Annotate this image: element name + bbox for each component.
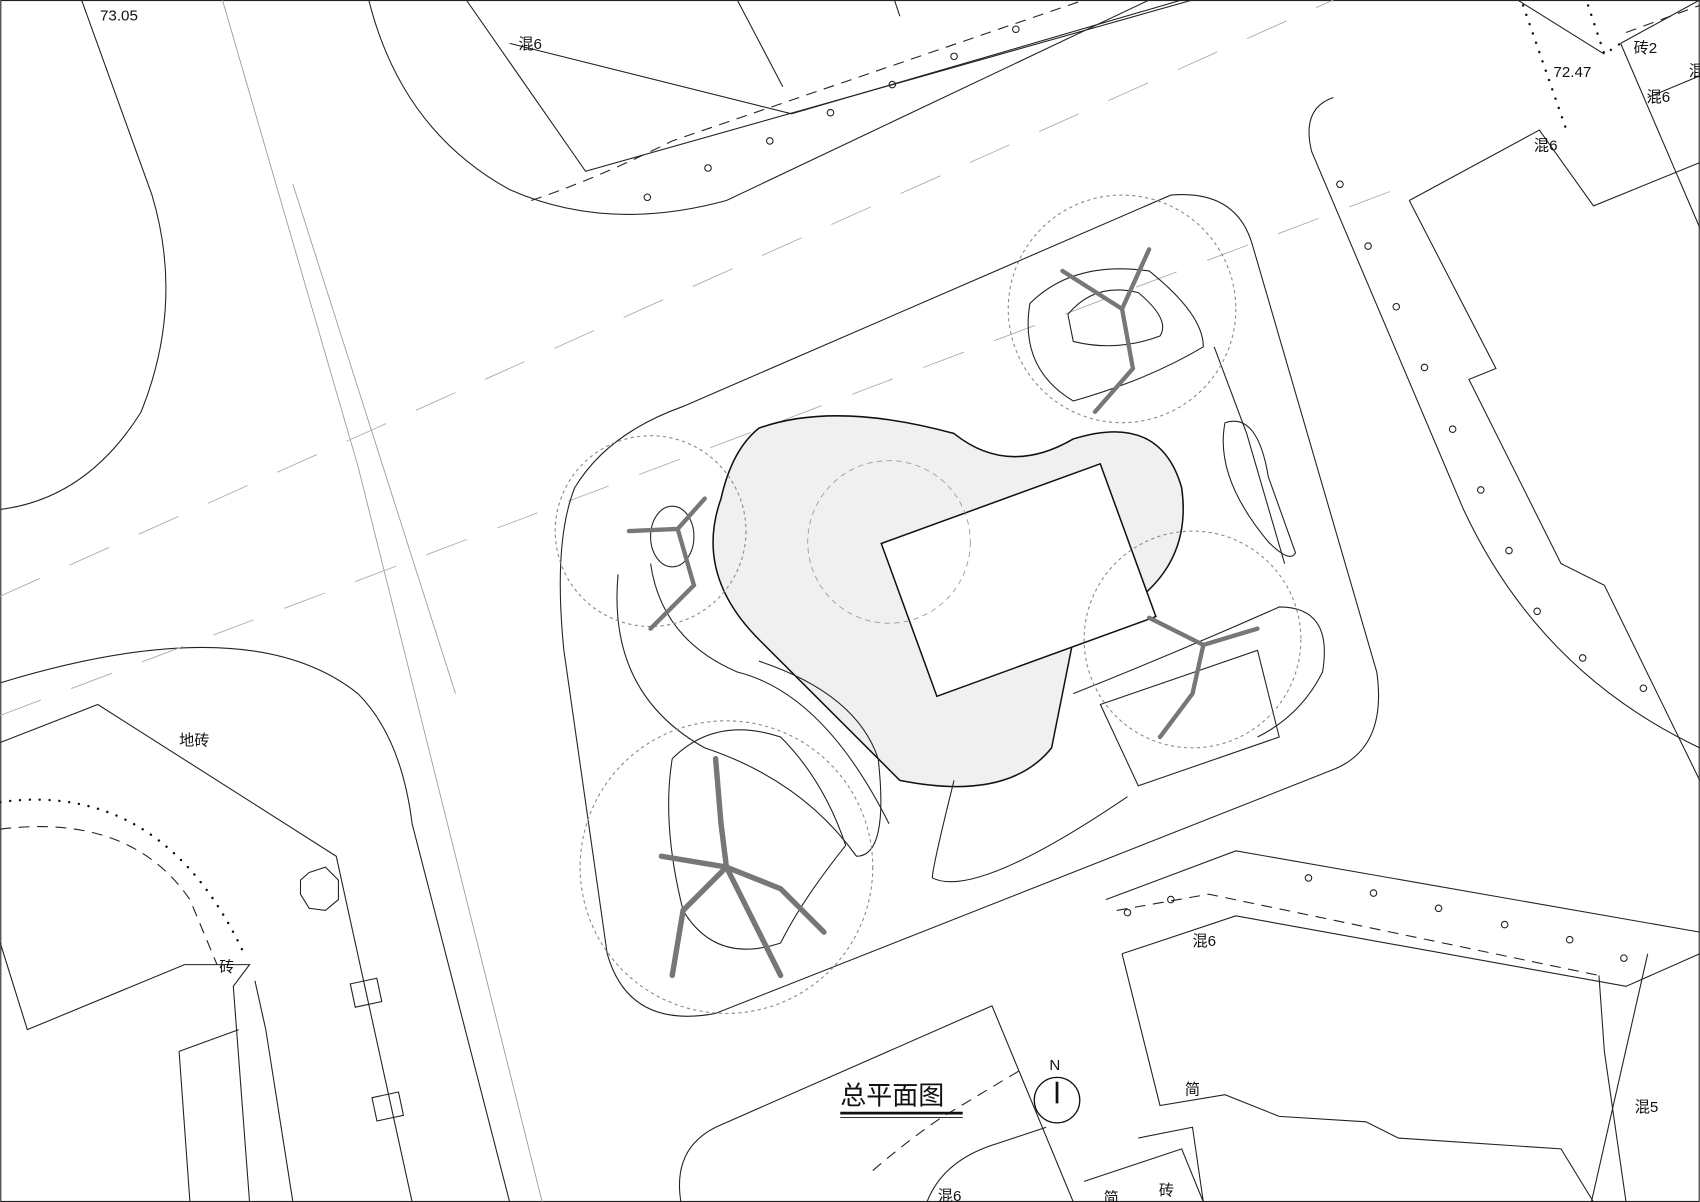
material-label: 砖 — [219, 959, 234, 976]
material-label: 简 — [1185, 1082, 1200, 1099]
pavilion — [880, 462, 1157, 698]
street-markers — [643, 25, 1648, 962]
park-plot — [559, 194, 1380, 1017]
trees — [554, 194, 1302, 1014]
material-label: 混5 — [1635, 1099, 1659, 1116]
material-label: 混6 — [1192, 933, 1216, 950]
buildings-lower-right — [872, 893, 1700, 1202]
material-label: 砖2 — [1634, 40, 1658, 57]
material-label: 混6 — [1534, 138, 1558, 155]
material-label: 简 — [1104, 1190, 1119, 1202]
north-arrow-icon: N — [1033, 1057, 1081, 1124]
material-label: 地砖 — [179, 733, 209, 750]
material-label: 砖 — [1159, 1182, 1174, 1199]
elevation-label: 73.05 — [100, 8, 138, 25]
buildings-top — [465, 0, 1700, 781]
drawing-title: 总平面图 — [840, 1081, 944, 1111]
material-label: 混6 — [938, 1188, 962, 1202]
material-label: 混6 — [518, 36, 542, 53]
elevation-label: 72.47 — [1553, 64, 1591, 81]
material-label: 混 — [1689, 63, 1700, 80]
material-label: 混6 — [1647, 89, 1671, 106]
north-label: N — [1049, 1057, 1060, 1074]
buildings-left — [0, 703, 413, 1202]
